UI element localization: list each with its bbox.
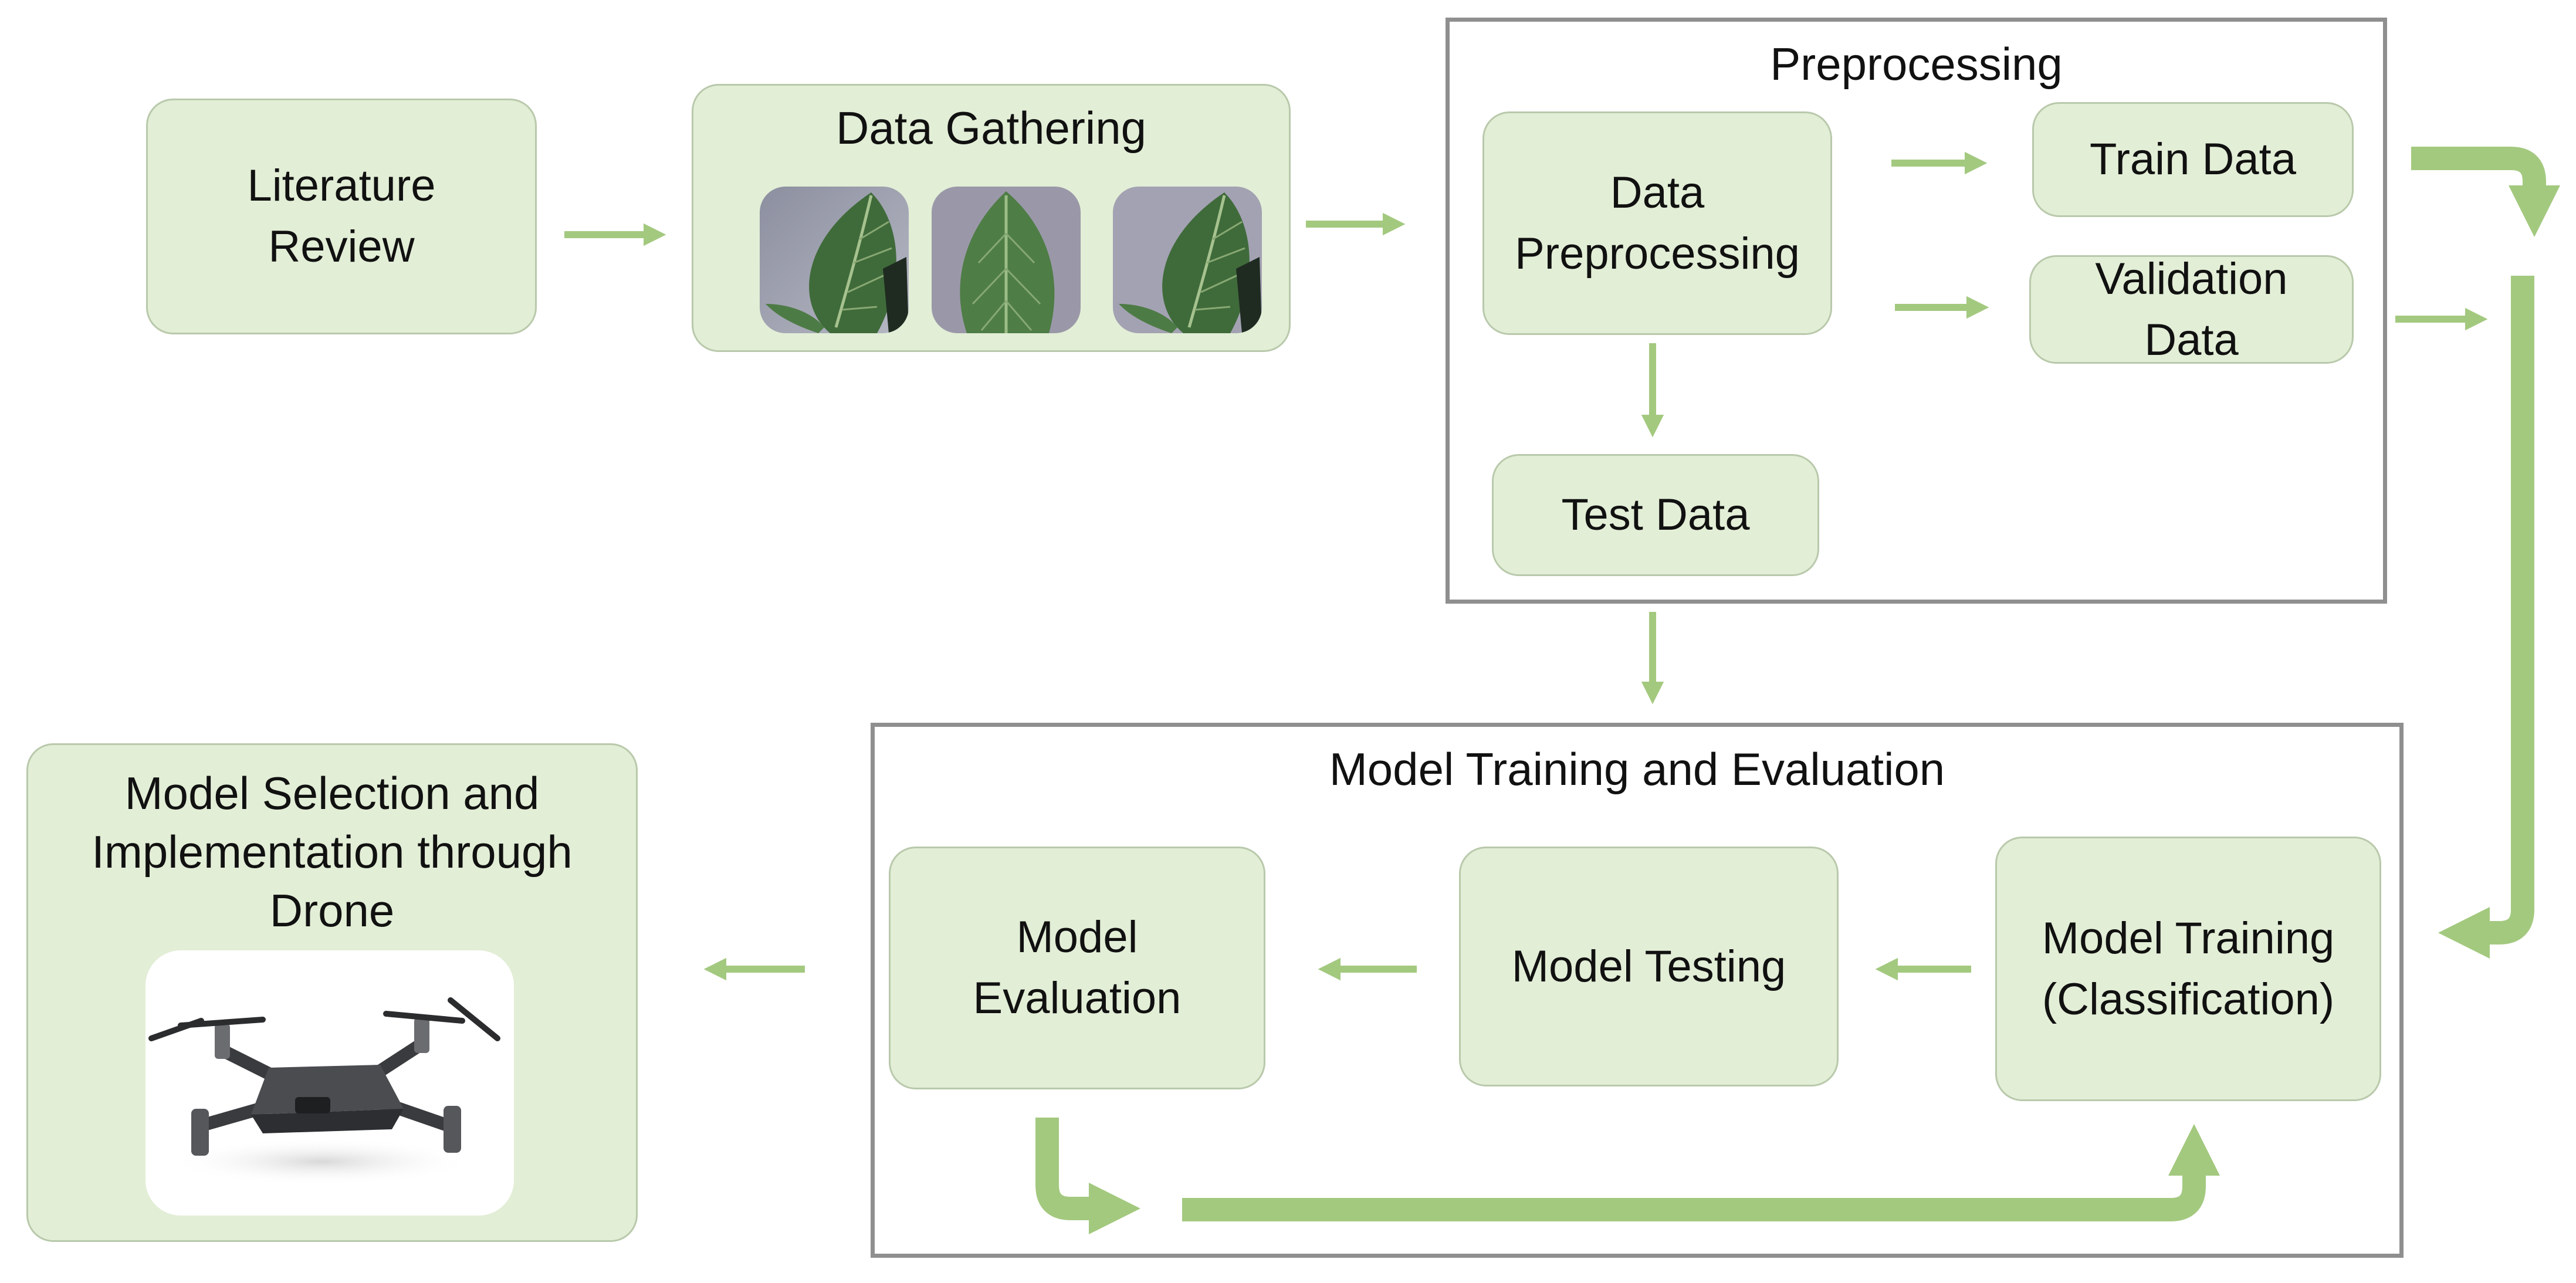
validation-data-label: Validation Data [2095,253,2288,365]
model-training-label: Model Training (Classification) [2042,913,2335,1024]
test-data-box: Test Data [1492,454,1819,576]
data-gathering-label: Data Gathering [836,102,1146,154]
model-evaluation-box: Model Evaluation [889,847,1265,1089]
data-gathering-box: Data Gathering [692,84,1291,352]
model-selection-label: Model Selection and Implementation throu… [92,767,573,936]
test-data-label: Test Data [1561,490,1750,540]
leaf-image-2 [932,187,1081,333]
literature-review-box: Literature Review [146,99,537,334]
leaf-image-3 [1113,187,1262,333]
data-preprocessing-label: Data Preprocessing [1515,167,1800,279]
preprocessing-frame: Preprocessing [1446,18,2387,604]
arrow-train-down-curve [2411,147,2561,238]
validation-data-box: Validation Data [2029,254,2354,365]
drone-image [145,950,514,1216]
leaf-icon [760,187,909,333]
train-data-label: Train Data [2090,134,2296,184]
model-training-evaluation-title: Model Training and Evaluation [1329,743,1945,795]
leaf-icon [1113,187,1262,333]
data-preprocessing-box: Data Preprocessing [1482,111,1832,335]
arrow-feedback-to-training [1182,1123,2220,1221]
model-testing-box: Model Testing [1459,847,1839,1086]
preprocessing-title: Preprocessing [1770,38,2063,90]
arrow-right-connector-to-training [2438,276,2534,959]
leaf-image-1 [760,187,909,333]
arrow-evaluation-feedback-curve [1035,1118,1141,1235]
train-data-box: Train Data [2032,102,2354,217]
model-testing-label: Model Testing [1511,941,1786,991]
leaf-icon [932,187,1081,333]
literature-review-label: Literature Review [247,161,436,272]
model-training-evaluation-frame: Model Training and Evaluation [871,723,2404,1258]
model-evaluation-label: Model Evaluation [973,912,1182,1023]
model-training-box: Model Training (Classification) [1995,837,2381,1101]
drone-icon [148,997,500,1185]
model-selection-box: Model Selection and Implementation throu… [26,743,638,1242]
